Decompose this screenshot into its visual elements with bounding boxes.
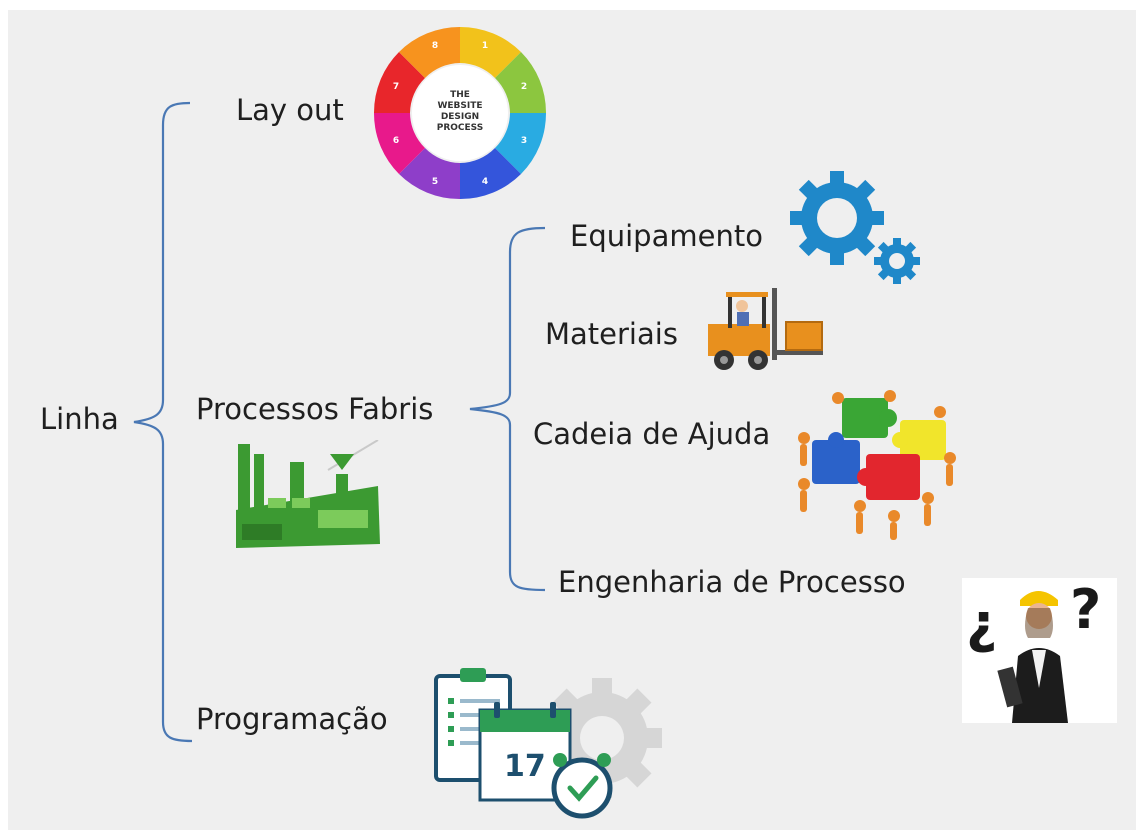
puzzle-team-figures-icon	[798, 390, 956, 540]
root-label-linha: Linha	[40, 402, 119, 436]
question-mark: ?	[1070, 578, 1101, 641]
branch-label-processos-fabris: Processos Fabris	[196, 392, 434, 426]
branch-label-layout: Lay out	[236, 93, 344, 127]
wheel-text-1: THE	[450, 90, 470, 100]
wheel-step-6: 6	[393, 136, 399, 146]
processos-bracket	[469, 226, 546, 592]
branch-label-programacao: Programação	[196, 702, 388, 736]
wheel-step-4: 4	[482, 177, 488, 187]
wheel-step-8: 8	[432, 41, 438, 51]
leaf-label-engenharia-de-processo: Engenharia de Processo	[558, 565, 906, 599]
wheel-text-4: PROCESS	[437, 123, 484, 133]
wheel-text-3: DESIGN	[441, 112, 479, 122]
green-factory-icon	[236, 440, 380, 548]
leaf-label-cadeia-de-ajuda: Cadeia de Ajuda	[533, 420, 771, 451]
inverted-question-mark: ¿	[966, 592, 997, 655]
wheel-step-2: 2	[521, 82, 527, 92]
blue-gears-icon	[790, 171, 920, 284]
wheel-step-5: 5	[432, 177, 438, 187]
wheel-step-1: 1	[482, 41, 488, 51]
schedule-calendar-clock-icon: 17	[434, 668, 662, 819]
wheel-step-3: 3	[521, 136, 527, 146]
diagram-background	[8, 10, 1136, 830]
leaf-label-equipamento: Equipamento	[570, 219, 763, 253]
engineer-question-marks-icon: ¿ ?	[962, 578, 1117, 723]
wheel-step-7: 7	[393, 82, 399, 92]
wheel-text-2: WEBSITE	[437, 101, 482, 111]
calendar-day-number: 17	[504, 749, 546, 784]
website-design-process-wheel-icon: THE WEBSITE DESIGN PROCESS 1 2 3 4 5 6 7…	[373, 26, 547, 200]
forklift-icon	[708, 288, 823, 370]
root-bracket	[133, 101, 193, 743]
leaf-label-materiais: Materiais	[545, 317, 678, 351]
